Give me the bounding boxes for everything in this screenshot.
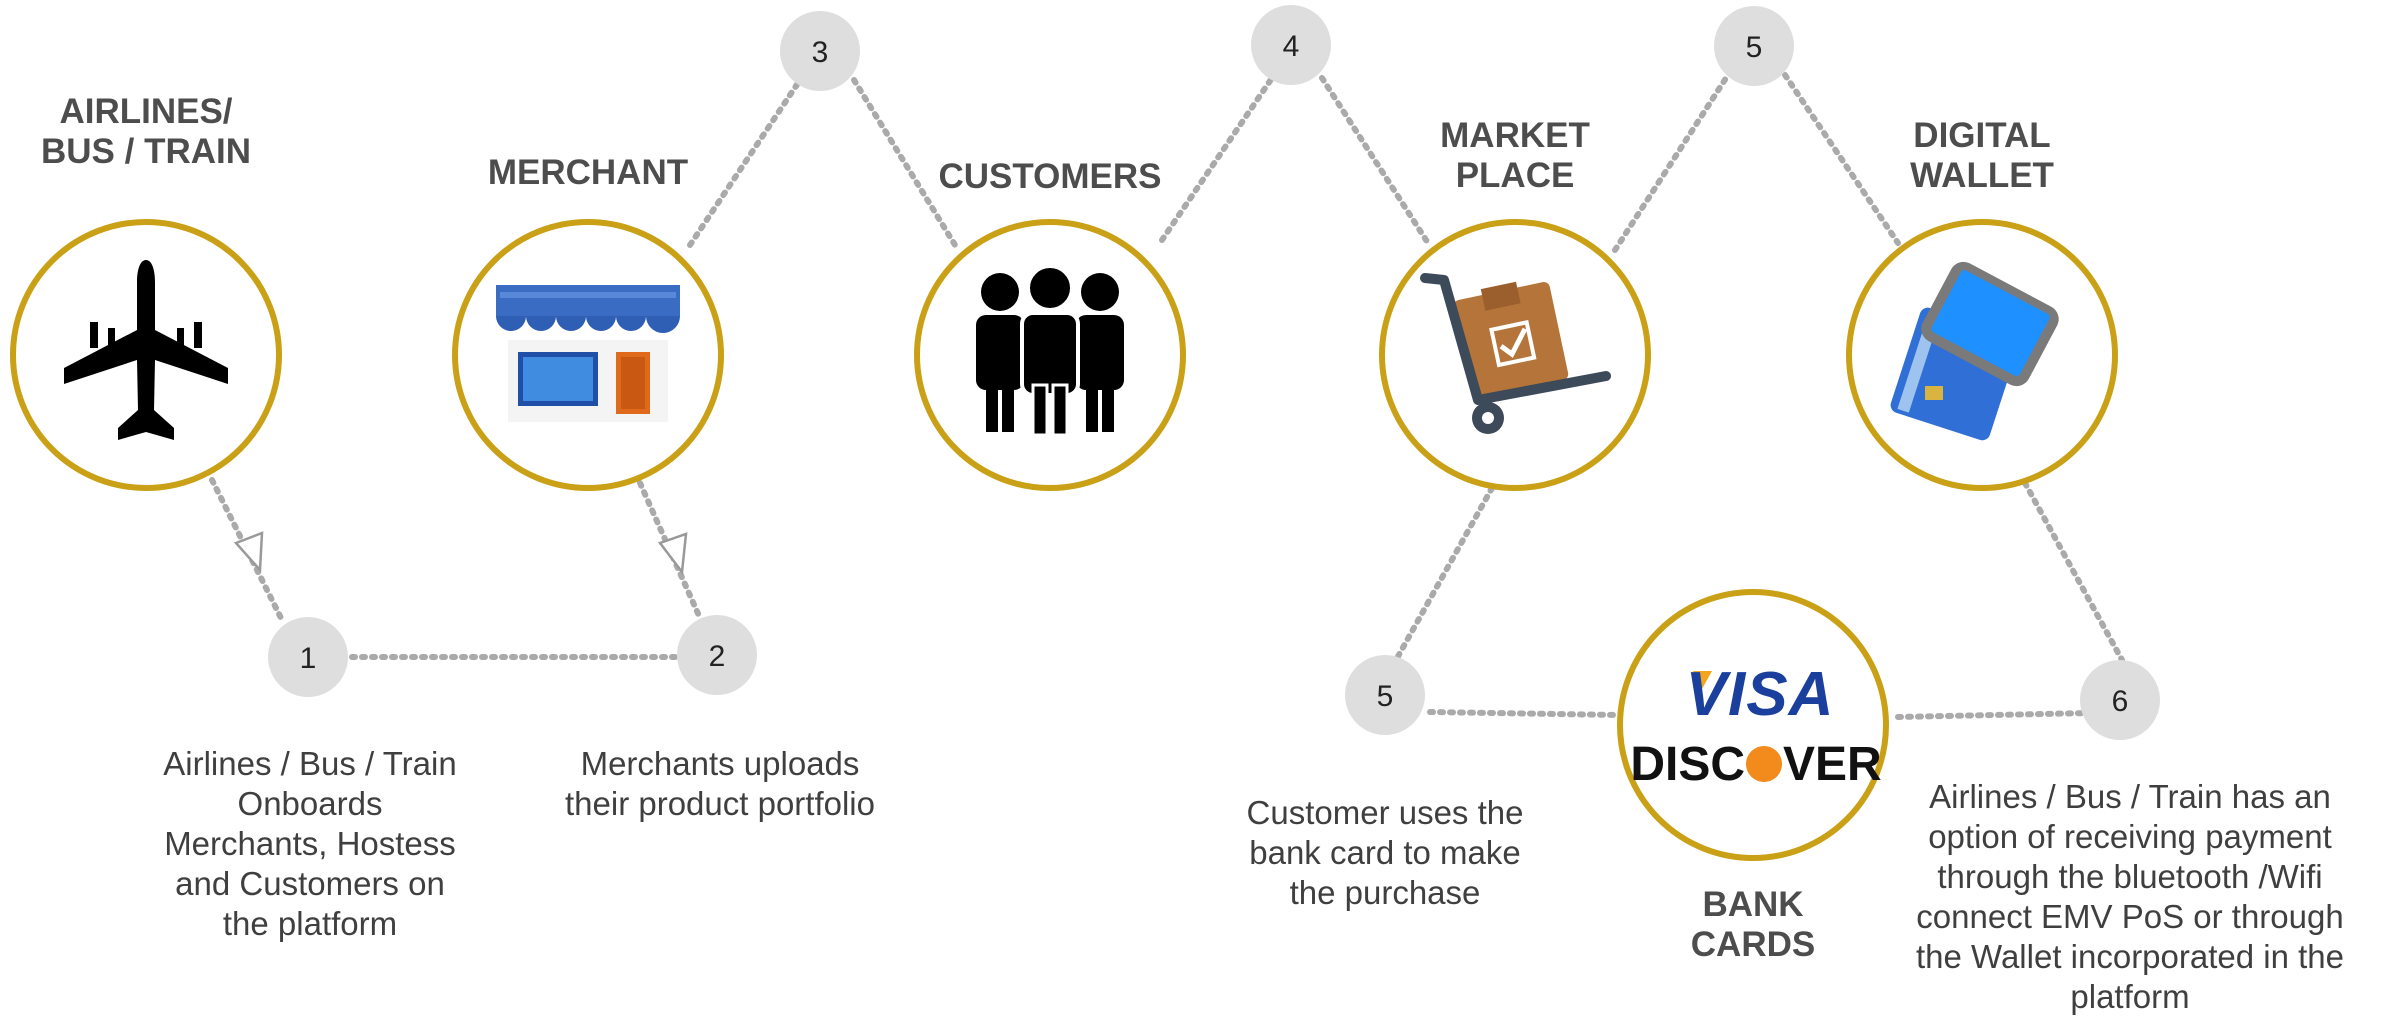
connector-step4-marketplace — [1319, 75, 1431, 246]
step-number: 5 — [1746, 31, 1763, 64]
step-1-description: Airlines / Bus / Train Onboards Merchant… — [163, 745, 457, 942]
connector-step5-bankcards — [1427, 709, 1621, 718]
airplane-icon — [64, 260, 228, 440]
storefront-icon — [496, 285, 680, 422]
arrowhead-icon — [657, 532, 688, 576]
discover-orange-o — [1746, 746, 1782, 782]
step-number: 2 — [709, 640, 726, 673]
connector-marketplace-step5top — [1612, 72, 1731, 253]
connector-customers-step4 — [1159, 75, 1275, 243]
step-2-description: Merchants uploads their product portfoli… — [564, 745, 875, 822]
step-bubble-2 — [677, 615, 757, 695]
arrowhead-icon — [233, 531, 264, 574]
step-bubble-4 — [1251, 5, 1331, 85]
connector-marketplace-step5 — [1393, 485, 1495, 663]
node-ring-bankcards — [1617, 589, 1889, 861]
step-bubble-6 — [2080, 660, 2160, 740]
visa-discover-logo: VISA DISC VER — [1630, 660, 1881, 791]
connector-step5top-wallet — [1782, 72, 1901, 246]
node-heading-bankcards: BANK CARDS — [1690, 885, 1816, 964]
node-heading-marketplace: MARKET PLACE — [1440, 116, 1590, 195]
step-bubble-5-top — [1714, 6, 1794, 86]
node-heading-airlines: AIRLINES/ BUS / TRAIN — [41, 92, 251, 171]
hand-truck-box-icon — [1420, 273, 1611, 434]
step-number: 3 — [812, 36, 829, 69]
connector-merchant-step3 — [687, 77, 803, 248]
node-heading-wallet: DIGITAL WALLET — [1910, 116, 2054, 195]
step-number: 4 — [1283, 30, 1300, 63]
step-number: 6 — [2112, 685, 2129, 718]
node-heading-customers: CUSTOMERS — [938, 157, 1162, 196]
discover-logo-left: DISC — [1630, 738, 1745, 791]
step-bubbles — [268, 5, 2160, 740]
step-bubble-5-bottom — [1345, 655, 1425, 735]
people-group-icon — [976, 264, 1124, 437]
step-number: 1 — [300, 642, 317, 675]
connector-bankcards-step6 — [1895, 710, 2093, 720]
step-number: 5 — [1377, 680, 1394, 713]
connector-wallet-step6 — [2022, 480, 2125, 663]
step-6-description: Airlines / Bus / Train has an option of … — [1915, 778, 2345, 1015]
discover-logo-right: VER — [1783, 738, 1882, 791]
step-bubble-1 — [268, 617, 348, 697]
visa-logo-text: VISA — [1686, 660, 1835, 729]
node-heading-merchant: MERCHANT — [487, 153, 689, 192]
smartphone-card-icon — [1890, 261, 2059, 441]
connector-step3-customers — [851, 77, 958, 248]
step-5-description: Customer uses the bank card to make the … — [1246, 794, 1524, 911]
step-bubble-3 — [780, 11, 860, 91]
